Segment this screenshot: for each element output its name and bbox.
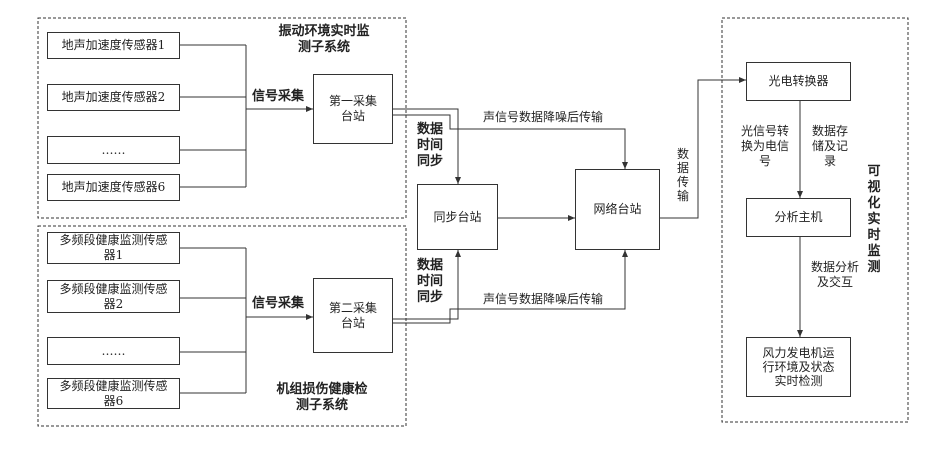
health-sensor-ellipsis: …… <box>47 337 180 365</box>
turbine-monitor-output: 风力发电机运 行环境及状态 实时检测 <box>746 337 851 397</box>
visual-monitor-title: 可视化实时监测 <box>866 164 882 276</box>
vibration-subsystem-title: 振动环境实时监 测子系统 <box>272 24 376 56</box>
health-sensor-6: 多频段健康监测传感 器6 <box>47 378 180 409</box>
network-station: 网络台站 <box>575 169 660 250</box>
geo-sensor-2: 地声加速度传感器2 <box>47 84 180 111</box>
lower-transfer-label: 声信号数据降噪后传输 <box>463 291 623 307</box>
geo-sensor-ellipsis: …… <box>47 136 180 164</box>
sync-station: 同步台站 <box>417 184 498 250</box>
lower-sensor-bus <box>180 248 246 393</box>
data-sync-top-label: 数据时间同步 <box>412 122 448 170</box>
lower-signal-label: 信号采集 <box>247 296 309 312</box>
convert-note: 光信号转换为电信号 <box>738 124 792 169</box>
second-collection-station: 第二采集 台站 <box>313 278 393 353</box>
network-to-converter <box>660 80 746 218</box>
data-sync-bottom-label: 数据时间同步 <box>412 258 448 306</box>
data-transfer-label: 数据传输 <box>676 147 690 203</box>
analysis-note: 数据分析及交互 <box>808 260 862 290</box>
upper-signal-label: 信号采集 <box>247 89 309 105</box>
upper-transfer-label: 声信号数据降噪后传输 <box>463 109 623 125</box>
geo-sensor-6: 地声加速度传感器6 <box>47 174 180 201</box>
photoelectric-converter: 光电转换器 <box>746 62 851 101</box>
health-sensor-2: 多频段健康监测传感 器2 <box>47 280 180 313</box>
health-sensor-1: 多频段健康监测传感 器1 <box>47 232 180 264</box>
upper-sensor-bus <box>180 45 246 187</box>
health-subsystem-title: 机组损伤健康检 测子系统 <box>266 382 378 414</box>
first-collection-station: 第一采集 台站 <box>313 74 393 144</box>
analysis-host: 分析主机 <box>746 198 851 237</box>
store-note: 数据存储及记录 <box>810 124 850 169</box>
geo-sensor-1: 地声加速度传感器1 <box>47 32 180 59</box>
